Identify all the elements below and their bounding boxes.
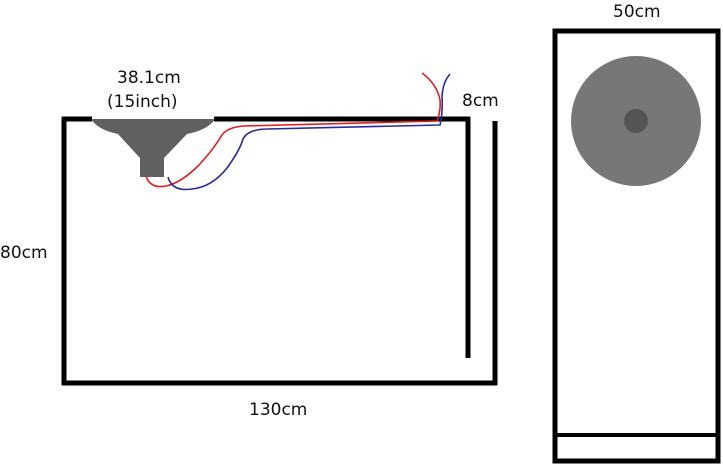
side-view-cabinet — [61, 116, 498, 386]
driver-cone — [91, 119, 215, 177]
driver-side-view — [91, 119, 215, 177]
front-driver-dustcap — [624, 109, 648, 133]
front-view-cabinet — [552, 28, 721, 464]
driver-diameter-label-inch: (15inch) — [107, 92, 178, 112]
front-panel — [552, 28, 721, 464]
port-width-label: 8cm — [462, 91, 499, 111]
front-width-label: 50cm — [613, 2, 661, 22]
wire-red — [145, 72, 441, 188]
wire-blue — [167, 73, 451, 191]
cabinet-height-label: 80cm — [0, 243, 48, 263]
speaker-wires — [145, 72, 451, 191]
driver-diameter-label-cm: 38.1cm — [117, 68, 181, 88]
cabinet-depth-label: 130cm — [249, 400, 308, 420]
